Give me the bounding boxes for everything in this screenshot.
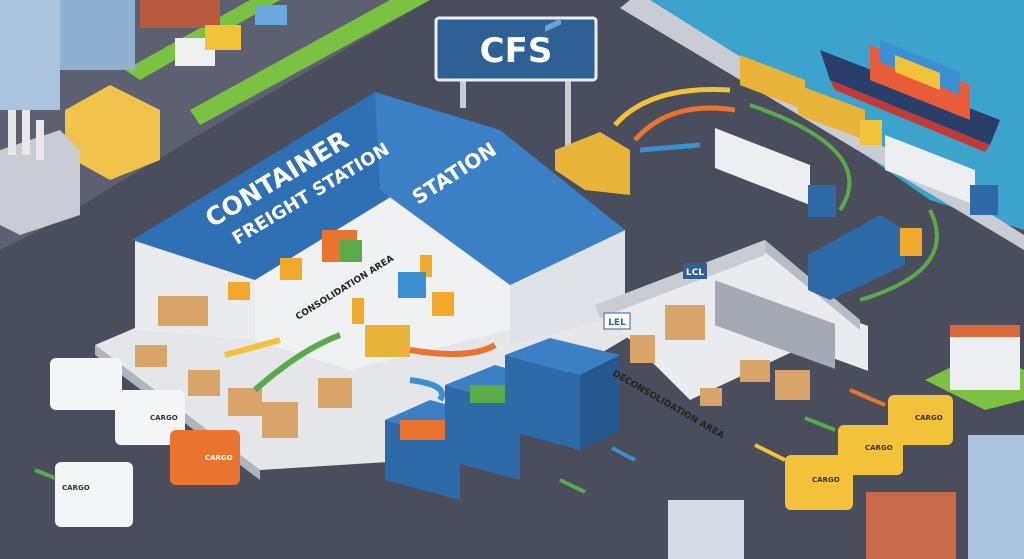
cargo-pallet xyxy=(340,240,362,262)
brick-building xyxy=(866,492,956,559)
flow-arrow xyxy=(409,342,497,357)
cargo-boxes xyxy=(318,378,352,408)
flow-arrow xyxy=(34,468,56,480)
cargo-van: CARGO xyxy=(170,430,240,485)
smokestack xyxy=(22,110,30,155)
yellow-container xyxy=(555,132,630,195)
flow-arrow xyxy=(253,332,342,393)
cargo-boxes xyxy=(228,388,262,416)
lcl-sign xyxy=(683,263,707,279)
flow-arrow xyxy=(754,443,786,462)
office-building xyxy=(60,0,135,70)
shop-building xyxy=(65,85,160,180)
flow-arrow xyxy=(613,86,731,127)
cargo-van: CARGO xyxy=(785,455,853,510)
robotic-arm xyxy=(420,255,432,277)
cargo-van: CARGO xyxy=(115,390,185,445)
lel-sign-text: LEL xyxy=(608,318,626,328)
lcl-sign-text: LCL xyxy=(686,268,704,278)
office-tower xyxy=(968,435,1024,559)
brick-building xyxy=(140,0,220,28)
flow-arrow xyxy=(639,142,701,153)
roof-right xyxy=(375,92,625,285)
quay xyxy=(620,0,1024,250)
cargo-pallet xyxy=(365,325,410,357)
small-building-roof xyxy=(950,325,1020,337)
white-truck xyxy=(885,135,998,215)
cargo-pallet xyxy=(398,272,426,298)
forklift xyxy=(228,282,250,300)
lel-sign xyxy=(603,312,631,330)
delivery-van xyxy=(50,358,122,410)
factory xyxy=(0,130,80,235)
flow-arrow xyxy=(749,103,852,212)
park-strip xyxy=(190,0,430,125)
cargo-van: CARGO xyxy=(838,425,903,475)
parked-van xyxy=(205,25,241,50)
forklift xyxy=(280,258,302,280)
cargo-boxes xyxy=(775,370,810,400)
cargo-boxes xyxy=(158,296,208,326)
office-building xyxy=(0,0,60,110)
shelving xyxy=(715,280,835,369)
cargo-boxes xyxy=(665,305,705,340)
container-truck xyxy=(505,338,620,450)
cargo-van-label: CARGO xyxy=(150,414,178,422)
cargo-boxes xyxy=(740,360,770,382)
smokestack xyxy=(8,110,16,155)
cargo-van-label: CARGO xyxy=(915,414,943,422)
cargo-boxes xyxy=(262,402,298,438)
flow-arrow xyxy=(559,478,586,494)
cfs-sign: CFS xyxy=(434,16,598,148)
cargo-boxes xyxy=(135,345,167,367)
flow-arrow xyxy=(849,388,886,407)
flow-arrow xyxy=(804,416,836,432)
cargo-van: CARGO xyxy=(55,462,133,527)
flow-arrow xyxy=(224,337,281,358)
cargo-van-label: CARGO xyxy=(62,484,90,492)
cargo-boxes xyxy=(188,370,220,396)
warehouse-right-wall xyxy=(510,230,625,345)
cargo-boxes xyxy=(630,335,655,363)
smokestack xyxy=(36,120,44,160)
flow-arrow xyxy=(409,377,445,402)
office-building xyxy=(668,500,744,559)
blue-container-truck xyxy=(808,215,922,300)
cargo-van: CARGO xyxy=(888,395,953,445)
white-truck xyxy=(715,128,836,217)
cfs-sign-text: CFS xyxy=(480,31,553,71)
robotic-arm xyxy=(352,298,364,324)
cargo-boxes xyxy=(700,388,722,406)
flow-arrow xyxy=(633,105,736,142)
forklift xyxy=(432,292,454,316)
cargo-van-label: CARGO xyxy=(865,444,893,452)
flow-arrow xyxy=(859,209,939,302)
parked-car xyxy=(255,5,287,25)
yellow-truck xyxy=(740,55,882,145)
warehouse-window xyxy=(545,18,561,32)
cargo-van-label: CARGO xyxy=(205,454,233,462)
flow-arrow xyxy=(611,446,636,462)
cargo-van-label: CARGO xyxy=(812,476,840,484)
